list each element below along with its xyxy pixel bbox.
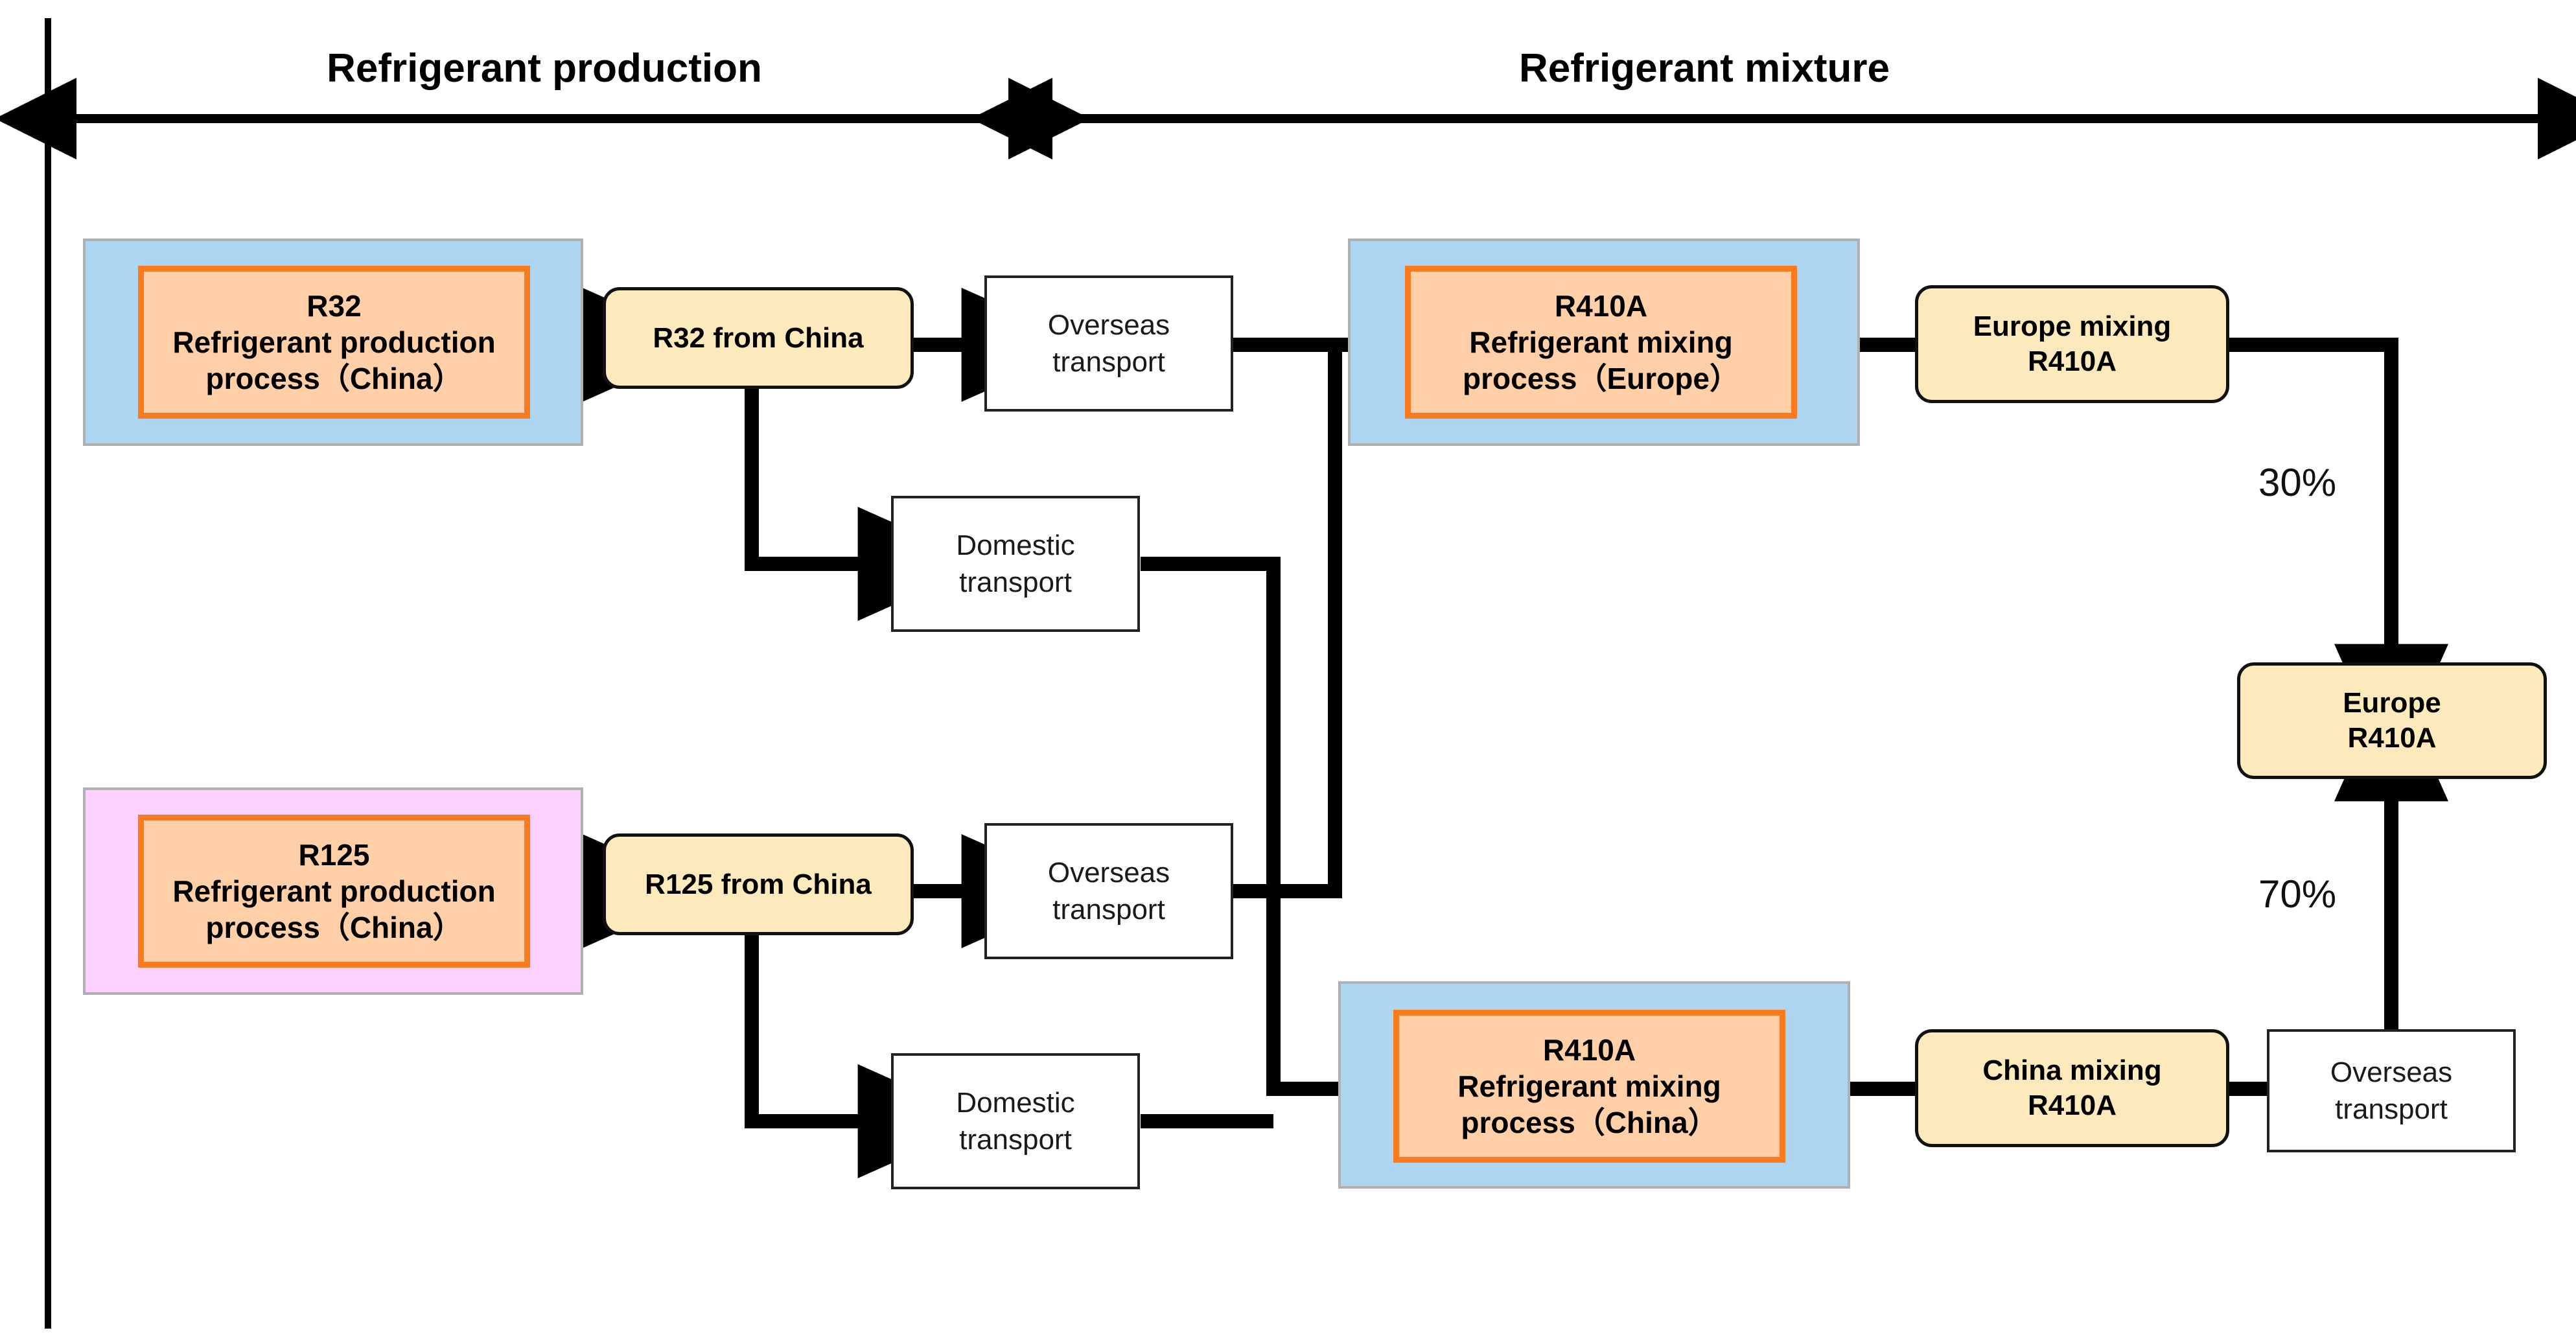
edge-domestic-r32-to-china-process [1141,557,1485,1146]
overseas-r32-line1: Overseas [1047,309,1170,341]
node-r125-production-process[interactable]: R125 Refrigerant production process（Chin… [138,815,530,968]
china-process-line3: process（China） [1461,1106,1718,1140]
overseas-r125-line1: Overseas [1047,856,1170,889]
r32-process-line2: Refrigerant production [172,325,496,359]
china-mixing-line1: China mixing [1982,1054,2162,1087]
r32-process-line3: process（China） [205,362,463,396]
europe-process-line3: process（Europe） [1463,362,1739,396]
china-process-line2: Refrigerant mixing [1457,1069,1721,1103]
r125-process-line3: process（China） [205,911,463,945]
overseas-final-line1: Overseas [2330,1056,2453,1088]
node-domestic-transport-r32[interactable]: Domestic transport [891,496,1140,632]
node-europe-mixing-r410a[interactable]: Europe mixing R410A [1915,285,2229,403]
node-r410a-europe-mixing-process[interactable]: R410A Refrigerant mixing process（Europe） [1405,266,1797,419]
node-overseas-transport-r32[interactable]: Overseas transport [984,275,1233,412]
section-title-production: Refrigerant production [327,46,762,91]
label-china-share: 70% [2258,872,2337,916]
node-r125-from-china[interactable]: R125 from China [603,833,914,935]
europe-r410a-line2: R410A [2347,722,2437,754]
china-process-line1: R410A [1542,1032,1636,1067]
node-china-mixing-r410a[interactable]: China mixing R410A [1915,1029,2229,1147]
domestic-r125-line1: Domestic [956,1086,1075,1119]
edge-overseas-r125-trunk [1231,345,1342,898]
europe-process-line2: Refrigerant mixing [1469,325,1733,359]
node-r32-from-china[interactable]: R32 from China [603,287,914,389]
edge-europe-product-to-final-30 [2226,338,2448,773]
node-domestic-transport-r125[interactable]: Domestic transport [891,1053,1140,1189]
label-europe-share: 30% [2258,461,2337,504]
europe-process-line1: R410A [1554,288,1648,323]
node-r32-production-process[interactable]: R32 Refrigerant production process（China… [138,266,530,419]
overseas-r125-line2: transport [1052,894,1165,926]
section-title-mixture: Refrigerant mixture [1519,46,1890,91]
europe-r410a-line1: Europe [2343,687,2441,719]
edge-r32product-to-domestic [745,389,986,621]
overseas-r32-line2: transport [1052,346,1165,378]
domestic-r32-line2: transport [959,566,1072,598]
europe-mixing-line1: Europe mixing [1973,310,2172,343]
edge-r125product-to-domestic [745,935,986,1178]
node-r410a-china-mixing-process[interactable]: R410A Refrigerant mixing process（China） [1393,1010,1785,1163]
china-mixing-line2: R410A [2028,1089,2117,1121]
domestic-r32-line1: Domestic [956,529,1075,561]
r125-process-line1: R125 [298,837,370,872]
europe-mixing-line2: R410A [2028,345,2117,377]
node-overseas-transport-r125[interactable]: Overseas transport [984,823,1233,959]
r32-process-line1: R32 [307,288,362,323]
r125-process-line2: Refrigerant production [172,874,496,908]
domestic-r125-line2: transport [959,1124,1072,1156]
node-overseas-transport-final[interactable]: Overseas transport [2267,1029,2516,1152]
r32-from-china-label: R32 from China [653,321,864,354]
overseas-final-line2: transport [2335,1093,2448,1125]
r125-from-china-label: R125 from China [645,868,872,900]
node-europe-r410a[interactable]: Europe R410A [2237,662,2547,779]
